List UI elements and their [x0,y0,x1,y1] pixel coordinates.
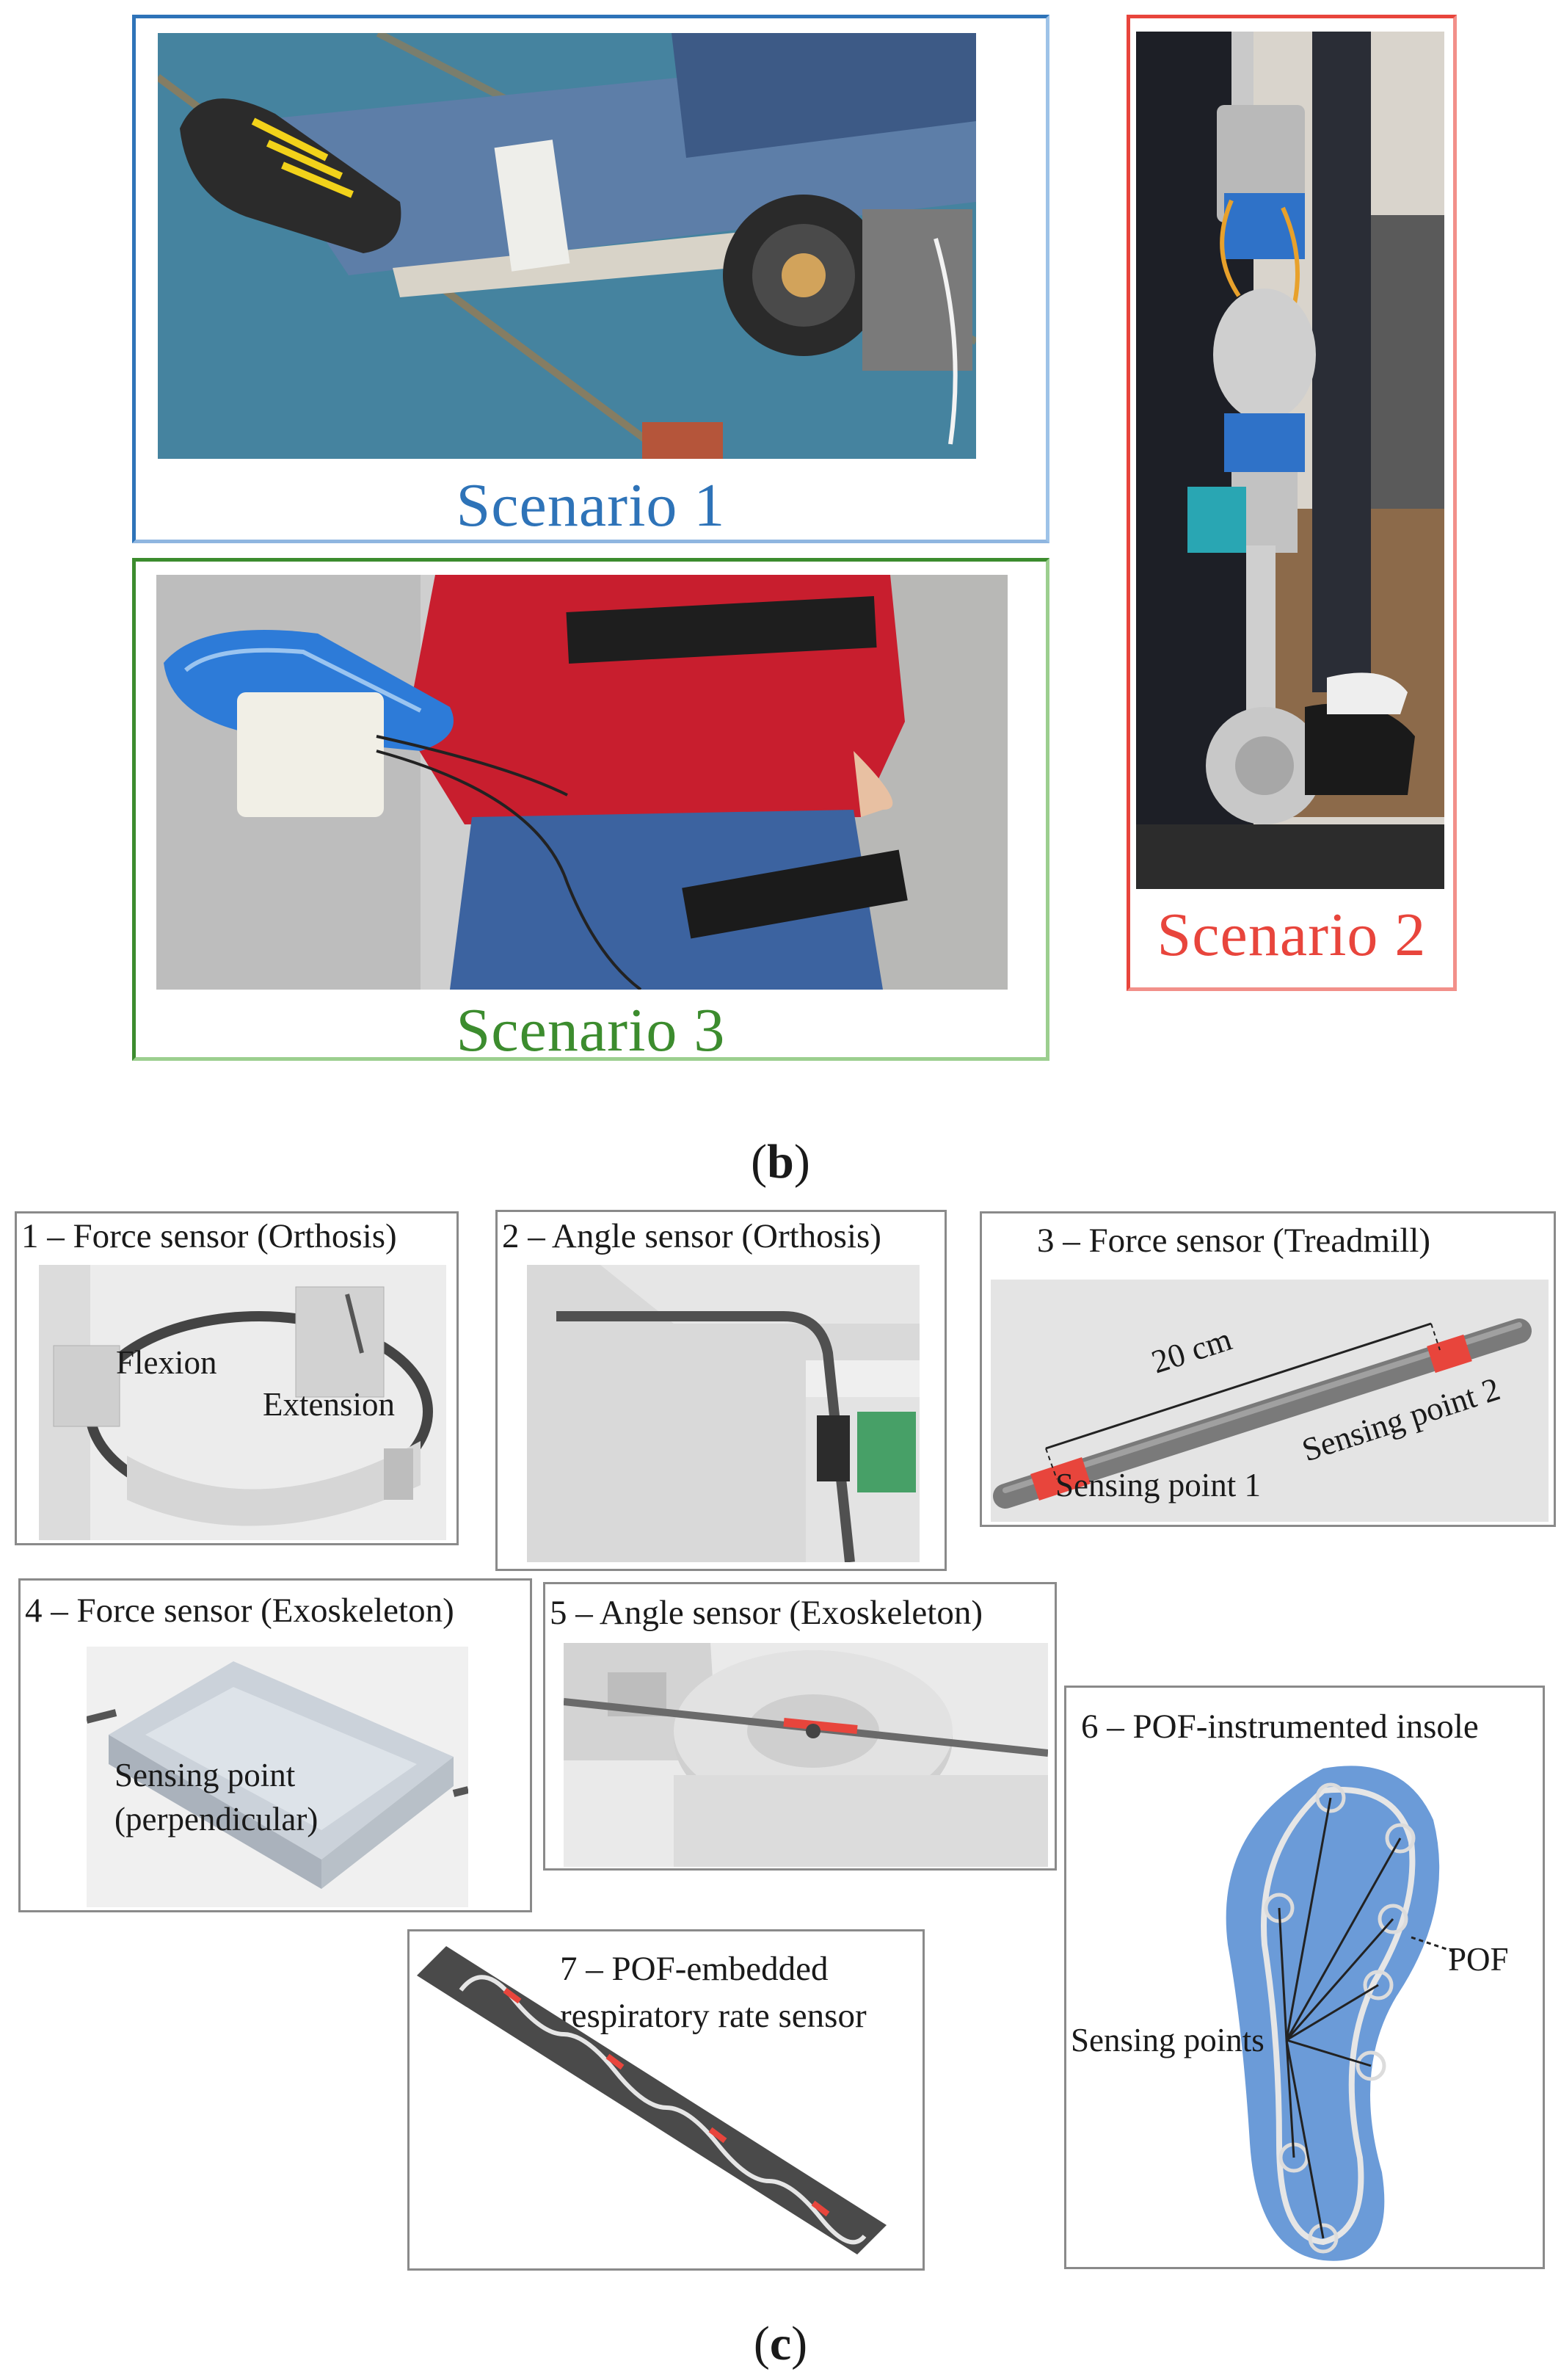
panel-1-render [39,1265,446,1540]
panel-3-label-sensing-point-1: Sensing point 1 [1055,1467,1262,1503]
scenario-3-photo [156,575,1008,990]
panel-2-title: 2 – Angle sensor (Orthosis) [502,1217,881,1255]
panel-7-render [417,1946,887,2254]
scenario-1-frame: Scenario 1 [132,15,1049,543]
panel-7-title-line1: 7 – POF-embedded [560,1950,829,1988]
panel-5-render [564,1643,1048,1867]
caption-b-close: ) [793,1135,810,1189]
panel-7-title-line2: respiratory rate sensor [560,1997,867,2035]
panel-5-title: 5 – Angle sensor (Exoskeleton) [550,1594,983,1632]
panel-6-label-sensing-points: Sensing points [1071,2022,1265,2058]
panel-6-render [1226,1766,1456,2261]
panel-1-label-extension: Extension [263,1386,395,1423]
panel-6-title: 6 – POF-instrumented insole [1081,1708,1479,1746]
panel-4-label-sensing-point: Sensing point [114,1757,296,1793]
panel-2-render [527,1265,920,1562]
caption-c-letter: c [769,2317,792,2370]
caption-c-close: ) [791,2317,808,2370]
panel-6-label-pof: POF [1448,1941,1509,1978]
panel-1-label-flexion: Flexion [116,1344,217,1381]
panel-7-respiratory-sensor: 7 – POF-embedded respiratory rate sensor [407,1929,925,2271]
caption-c-open: ( [753,2317,770,2370]
panel-2-angle-orthosis: 2 – Angle sensor (Orthosis) [495,1210,947,1571]
panel-3-title: 3 – Force sensor (Treadmill) [1037,1222,1431,1260]
caption-b-letter: b [767,1135,794,1189]
panel-4-label-perpendicular: (perpendicular) [114,1801,319,1837]
panel-1-title: 1 – Force sensor (Orthosis) [21,1217,397,1255]
panel-4-render [87,1647,468,1907]
panel-4-force-exoskeleton: 4 – Force sensor (Exoskeleton) Sensing p… [18,1578,532,1912]
scenario-3-frame: Scenario 3 [132,558,1049,1064]
panel-4-title: 4 – Force sensor (Exoskeleton) [25,1592,454,1630]
caption-b-open: ( [751,1135,768,1189]
panel-3-force-treadmill: 3 – Force sensor (Treadmill) 20 cm Sensi… [980,1211,1556,1527]
scenario-2-frame: Scenario 2 [1127,15,1457,991]
scenario-2-photo [1136,32,1444,889]
panel-3-render [991,1280,1549,1522]
panel-1-force-orthosis: 1 – Force sensor (Orthosis) Flexion Exte… [15,1211,459,1545]
scenario-2-label: Scenario 2 [1157,901,1427,969]
scenario-1-label: Scenario 1 [456,471,726,540]
figure-caption-b: (b) [0,1134,1561,1190]
scenario-3-label: Scenario 3 [456,996,726,1064]
panel-6-pof-insole: 6 – POF-instrumented insole POF Sensing … [1064,1686,1545,2269]
panel-5-angle-exoskeleton: 5 – Angle sensor (Exoskeleton) [543,1582,1057,1871]
scenario-1-photo [158,33,976,459]
figure-caption-c: (c) [0,2316,1561,2372]
